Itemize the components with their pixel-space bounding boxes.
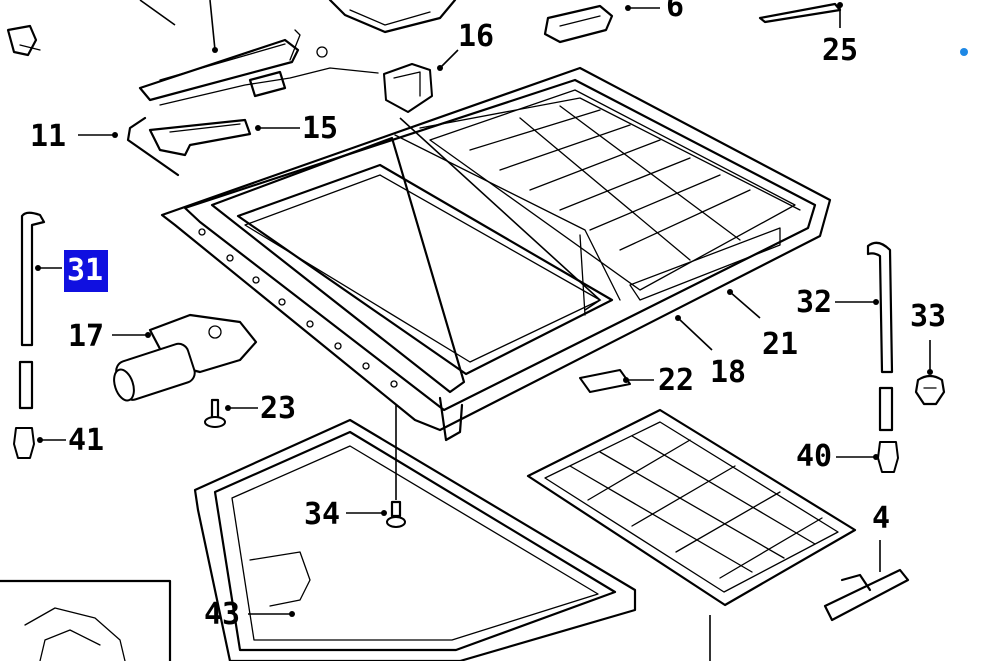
callout-34[interactable]: 34 <box>304 497 340 532</box>
callout-33[interactable]: 33 <box>910 299 946 334</box>
callout-16[interactable]: 16 <box>458 19 494 54</box>
inset-box <box>0 579 172 661</box>
screw-34-part <box>386 500 406 528</box>
cable-bracket-part <box>138 29 379 157</box>
connector-41 <box>13 427 35 459</box>
cable-11-part <box>6 24 180 177</box>
callout-31-highlight <box>64 250 108 292</box>
pad-22-part <box>579 369 631 393</box>
screw-23-part <box>204 398 226 428</box>
callout-6[interactable]: 6 <box>666 0 684 24</box>
callout-17[interactable]: 17 <box>68 319 104 354</box>
latch-6-part <box>543 4 614 44</box>
lower-frame-43 <box>193 418 637 661</box>
blue-dot-marker <box>960 48 968 56</box>
callout-23[interactable]: 23 <box>260 391 296 426</box>
callout-43[interactable]: 43 <box>204 597 240 632</box>
callout-15[interactable]: 15 <box>302 111 338 146</box>
slider-4-part <box>823 568 910 622</box>
callout-32[interactable]: 32 <box>796 285 832 320</box>
callout-31[interactable]: 31 <box>67 253 103 288</box>
callout-40[interactable]: 40 <box>796 439 832 474</box>
callout-41[interactable]: 41 <box>68 423 104 458</box>
callout-11[interactable]: 11 <box>30 119 66 154</box>
callout-labels: 16 6 25 11 15 31 17 32 33 21 18 22 23 41… <box>30 0 946 632</box>
drain-hose-32 <box>866 241 894 432</box>
drain-hose-31 <box>18 211 46 410</box>
top-bracket-part <box>328 0 457 34</box>
rear-grid-21 <box>429 89 796 301</box>
connector-40 <box>877 441 899 473</box>
clip-16-part <box>383 63 433 113</box>
air-grille-part <box>526 408 857 607</box>
callout-18[interactable]: 18 <box>710 355 746 390</box>
callout-21[interactable]: 21 <box>762 327 798 362</box>
callout-22[interactable]: 22 <box>658 363 694 398</box>
sunroof-frame-18 <box>160 66 832 442</box>
callout-25[interactable]: 25 <box>822 33 858 68</box>
leader-lines <box>35 0 933 661</box>
motor-17-part <box>113 313 258 402</box>
strip-25-part <box>758 2 842 24</box>
clip-33-part <box>914 374 946 406</box>
callout-4[interactable]: 4 <box>872 501 890 536</box>
